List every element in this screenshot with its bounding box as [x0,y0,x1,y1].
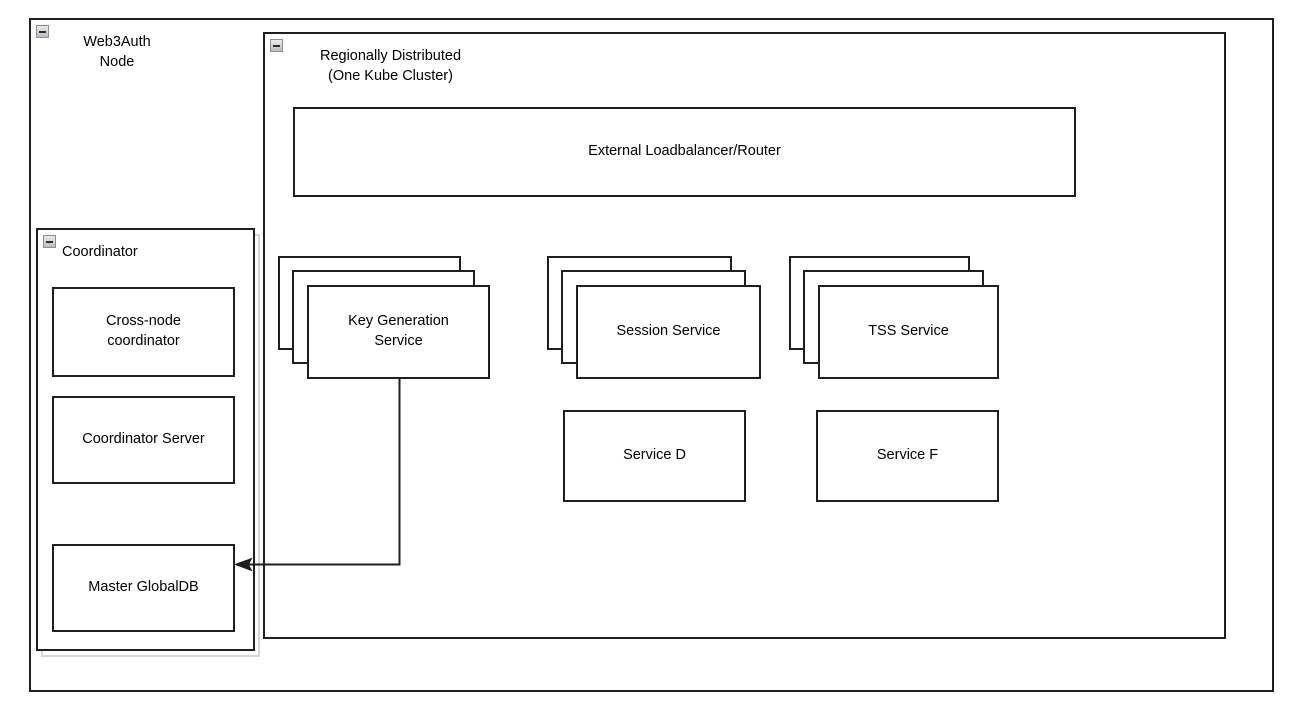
external-loadbalancer-router-box[interactable]: External Loadbalancer/Router [293,107,1076,197]
tss-service-label: TSS Service [868,323,949,340]
tss-service-stack[interactable]: TSS Service [789,256,999,379]
collapse-minus-icon-web3auth-node[interactable] [36,25,49,38]
cross-node-coordinator-label: Cross-node coordinator [106,313,181,349]
session-service-replica-front[interactable] [576,285,761,379]
coordinator-title: Coordinator [62,244,138,260]
web3auth-node-title: Web3Auth Node [83,34,151,70]
master-globaldb-label: Master GlobalDB [88,579,199,596]
service-d-label: Service D [623,447,686,464]
key-generation-service-label: Key Generation Service [348,313,449,349]
key-generation-service-replica-front[interactable] [307,285,490,379]
service-d-box[interactable]: Service D [563,410,746,502]
service-f-box[interactable]: Service F [816,410,999,502]
cross-node-coordinator-box[interactable]: Cross-node coordinator [52,287,235,377]
coordinator-server-box[interactable]: Coordinator Server [52,396,235,484]
kube-cluster-title: Regionally Distributed (One Kube Cluster… [319,48,462,84]
coordinator-server-label: Coordinator Server [82,431,205,448]
session-service-stack[interactable]: Session Service [547,256,761,379]
collapse-minus-icon-coordinator[interactable] [43,235,56,248]
master-globaldb-box[interactable]: Master GlobalDB [52,544,235,632]
session-service-label: Session Service [616,323,721,340]
service-f-label: Service F [876,447,939,464]
external-loadbalancer-router-label: External Loadbalancer/Router [588,143,781,160]
collapse-minus-icon-kube-cluster[interactable] [270,39,283,52]
tss-service-replica-front[interactable] [818,285,999,379]
key-generation-service-stack[interactable]: Key Generation Service [278,256,490,379]
